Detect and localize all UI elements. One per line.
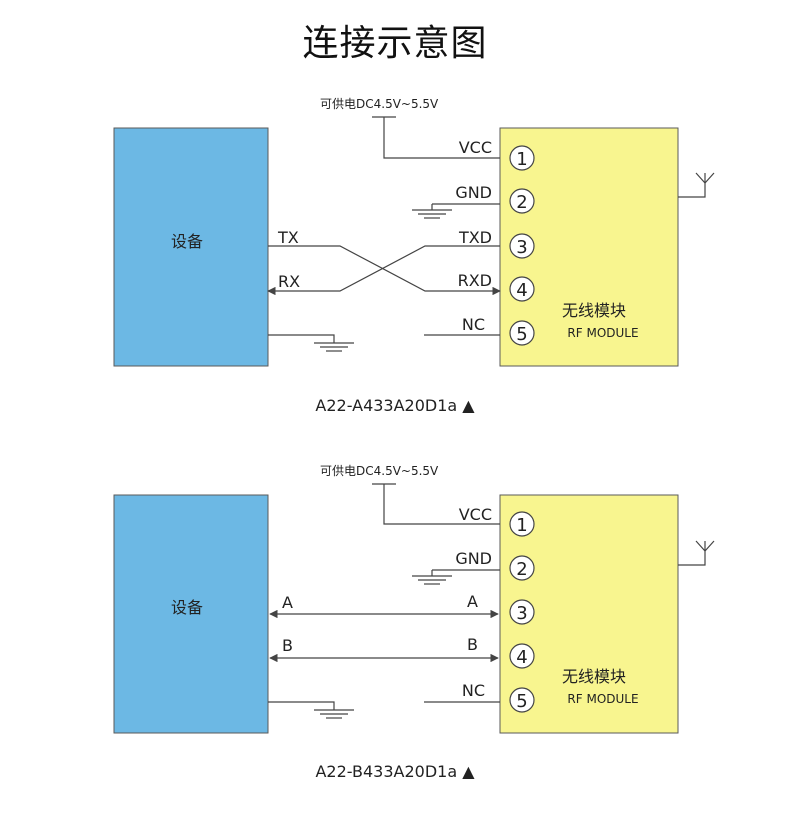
ground-icon: [314, 709, 354, 719]
pin-3: TXD 3: [458, 228, 535, 259]
pin-5: NC 5: [462, 681, 535, 713]
pin-3: A 3: [467, 592, 535, 625]
device-box: [113, 127, 269, 367]
device-pin-tx: TX: [277, 228, 299, 247]
module-sublabel: RF MODULE: [567, 326, 638, 340]
diagram-2: 设备 无线模块 RF MODULE 可供电DC4.5V~5.5V VCC 1: [113, 464, 715, 734]
module-label: 无线模块: [562, 301, 626, 320]
pin-number: 3: [516, 237, 527, 258]
pin-name: NC: [462, 315, 485, 334]
txd-to-rx-wire: [267, 245, 500, 296]
diagram-1-caption: A22-A433A20D1a ▲: [315, 396, 475, 415]
diagram-2-caption: A22-B433A20D1a ▲: [315, 762, 475, 781]
vcc-wire: [372, 116, 500, 159]
pin-number: 1: [516, 515, 527, 536]
page-title: 连接示意图: [302, 23, 488, 64]
pin-name: A: [467, 592, 478, 611]
pin-4: RXD 4: [458, 271, 535, 302]
pin-name: VCC: [459, 505, 492, 524]
pin-name: GND: [455, 549, 492, 568]
pin-number: 4: [516, 280, 527, 301]
module-label: 无线模块: [562, 667, 626, 686]
pin-1: VCC 1: [459, 505, 535, 537]
pin-number: 3: [516, 603, 527, 624]
pin-number: 5: [516, 691, 527, 712]
antenna-icon: [678, 172, 715, 198]
device-pin-a: A: [282, 593, 293, 612]
pin-number: 1: [516, 149, 527, 170]
pin-1: VCC 1: [459, 138, 535, 171]
pin-number: 4: [516, 647, 527, 668]
pin-number: 2: [516, 192, 527, 213]
device-pin-b: B: [282, 636, 293, 655]
power-label: 可供电DC4.5V~5.5V: [320, 97, 439, 111]
vcc-wire: [372, 483, 500, 525]
device-label: 设备: [171, 232, 203, 251]
pin-number: 2: [516, 559, 527, 580]
device-pin-rx: RX: [278, 272, 300, 291]
device-label: 设备: [171, 598, 203, 617]
pin-5: NC 5: [462, 315, 535, 346]
pin-2: GND 2: [455, 183, 535, 214]
pin-name: GND: [455, 183, 492, 202]
pin-name: TXD: [458, 228, 492, 247]
diagram-1: 设备 无线模块 RF MODULE 可供电DC4.5V~5.5V VCC 1: [113, 97, 715, 367]
device-box: [113, 494, 269, 734]
antenna-icon: [678, 540, 715, 566]
device-gnd-wire: [268, 701, 335, 710]
module-sublabel: RF MODULE: [567, 692, 638, 706]
pin-name: NC: [462, 681, 485, 700]
power-label: 可供电DC4.5V~5.5V: [320, 464, 439, 478]
pin-number: 5: [516, 324, 527, 345]
pin-name: VCC: [459, 138, 492, 157]
pin-2: GND 2: [455, 549, 535, 581]
ground-icon: [412, 570, 452, 585]
pin-4: B 4: [467, 635, 535, 669]
ground-icon: [412, 204, 452, 219]
pin-name: B: [467, 635, 478, 654]
pin-name: RXD: [458, 271, 492, 290]
device-gnd-wire: [268, 334, 335, 343]
ground-icon: [314, 342, 354, 352]
